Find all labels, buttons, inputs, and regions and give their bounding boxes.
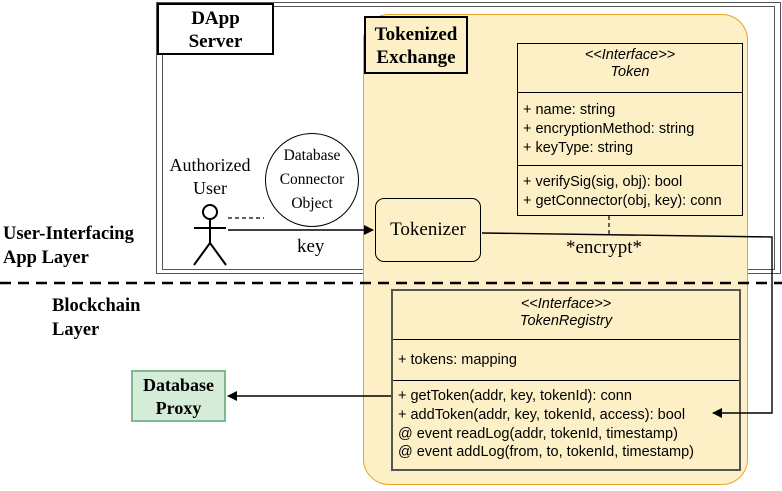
token-registry-class: <<Interface>> TokenRegistry + tokens: ma… [391, 289, 741, 471]
token-registry-method: @ event addLog(from, to, tokenId, timest… [398, 444, 694, 460]
token-registry-method: + getToken(addr, key, tokenId): conn [398, 388, 632, 404]
token-registry-method: + addToken(addr, key, tokenId, access): … [398, 407, 686, 423]
token-class-name: Token [610, 64, 650, 80]
database-proxy: Database Proxy [131, 370, 226, 422]
tokenized-exchange-label-line1: Tokenized [374, 24, 458, 45]
token-attribute-divider [518, 165, 742, 166]
dapp-server-label-line1: DApp [191, 8, 240, 29]
token-attribute: + name: string [523, 102, 616, 118]
db-connector-line1: Database [283, 147, 341, 164]
tokenized-exchange-label-line2: Exchange [376, 47, 456, 68]
key-label: key [297, 236, 325, 257]
database-proxy-line2: Proxy [155, 398, 202, 418]
db-connector-line2: Connector [279, 171, 345, 188]
token-stereotype: <<Interface>> [584, 47, 676, 63]
db-connector-line3: Object [291, 195, 333, 212]
user-interfacing-layer-label: User-Interfacing App Layer [3, 222, 134, 270]
actor-label: Authorized User [152, 154, 268, 200]
token-registry-class-name: TokenRegistry [519, 313, 613, 329]
blockchain-layer-label: Blockchain Layer [52, 294, 140, 342]
dapp-server-label-line2: Server [188, 31, 243, 52]
authorized-user-actor [193, 204, 227, 266]
dapp-server-label: DApp Server [157, 3, 274, 55]
token-header-divider [518, 92, 742, 93]
token-method: + getConnector(obj, key): conn [523, 193, 722, 209]
encrypt-label: *encrypt* [566, 237, 642, 258]
tokenized-exchange-label: Tokenized Exchange [364, 16, 468, 74]
user-layer-line1: User-Interfacing [3, 224, 134, 244]
actor-label-line1: Authorized [169, 155, 251, 175]
token-registry-header-divider [393, 339, 739, 340]
encrypt-flow-arrow [481, 232, 773, 418]
token-registry-attribute: + tokens: mapping [398, 352, 517, 368]
actor-label-line2: User [193, 178, 227, 198]
token-interface-class: <<Interface>> Token + name: string + enc… [517, 43, 743, 216]
blockchain-layer-line2: Layer [52, 320, 100, 340]
token-registry-attribute-divider [393, 380, 739, 381]
token-registry-method: @ event readLog(addr, tokenId, timestamp… [398, 426, 678, 442]
blockchain-layer-line1: Blockchain [52, 296, 141, 316]
token-attribute: + encryptionMethod: string [523, 121, 695, 137]
token-method: + verifySig(sig, obj): bool [523, 174, 683, 190]
database-connector-object: Database Connector Object [265, 133, 359, 227]
token-attribute: + keyType: string [523, 140, 634, 156]
token-registry-stereotype: <<Interface>> [520, 296, 612, 312]
database-proxy-line1: Database [143, 375, 214, 395]
tokenizer-node: Tokenizer [375, 198, 481, 262]
user-layer-line2: App Layer [3, 248, 89, 268]
